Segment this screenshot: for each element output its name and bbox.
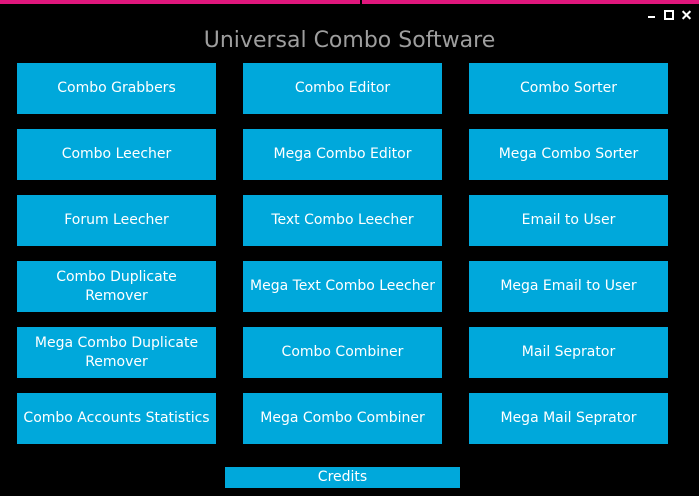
mega-mail-seprator-button[interactable]: Mega Mail Seprator <box>469 393 668 444</box>
combo-duplicate-remover-button[interactable]: Combo Duplicate Remover <box>17 261 216 312</box>
app-title: Universal Combo Software <box>203 28 496 53</box>
maximize-icon[interactable] <box>661 9 678 23</box>
mega-combo-combiner-button[interactable]: Mega Combo Combiner <box>243 393 442 444</box>
minimize-icon[interactable] <box>644 9 661 23</box>
combo-leecher-button[interactable]: Combo Leecher <box>17 129 216 180</box>
window-controls <box>644 9 695 23</box>
title-accent-bar-right <box>362 0 699 4</box>
combo-combiner-button[interactable]: Combo Combiner <box>243 327 442 378</box>
mega-combo-editor-button[interactable]: Mega Combo Editor <box>243 129 442 180</box>
combo-editor-button[interactable]: Combo Editor <box>243 63 442 114</box>
tool-button-grid: Combo Grabbers Combo Editor Combo Sorter… <box>17 63 668 444</box>
mail-seprator-button[interactable]: Mail Seprator <box>469 327 668 378</box>
credits-button[interactable]: Credits <box>225 467 460 488</box>
mega-text-combo-leecher-button[interactable]: Mega Text Combo Leecher <box>243 261 442 312</box>
mega-combo-sorter-button[interactable]: Mega Combo Sorter <box>469 129 668 180</box>
text-combo-leecher-button[interactable]: Text Combo Leecher <box>243 195 442 246</box>
title-accent-bar-left <box>0 0 360 4</box>
mega-combo-duplicate-remover-button[interactable]: Mega Combo Duplicate Remover <box>17 327 216 378</box>
email-to-user-button[interactable]: Email to User <box>469 195 668 246</box>
forum-leecher-button[interactable]: Forum Leecher <box>17 195 216 246</box>
close-icon[interactable] <box>678 9 695 23</box>
combo-accounts-statistics-button[interactable]: Combo Accounts Statistics <box>17 393 216 444</box>
mega-email-to-user-button[interactable]: Mega Email to User <box>469 261 668 312</box>
combo-grabbers-button[interactable]: Combo Grabbers <box>17 63 216 114</box>
combo-sorter-button[interactable]: Combo Sorter <box>469 63 668 114</box>
